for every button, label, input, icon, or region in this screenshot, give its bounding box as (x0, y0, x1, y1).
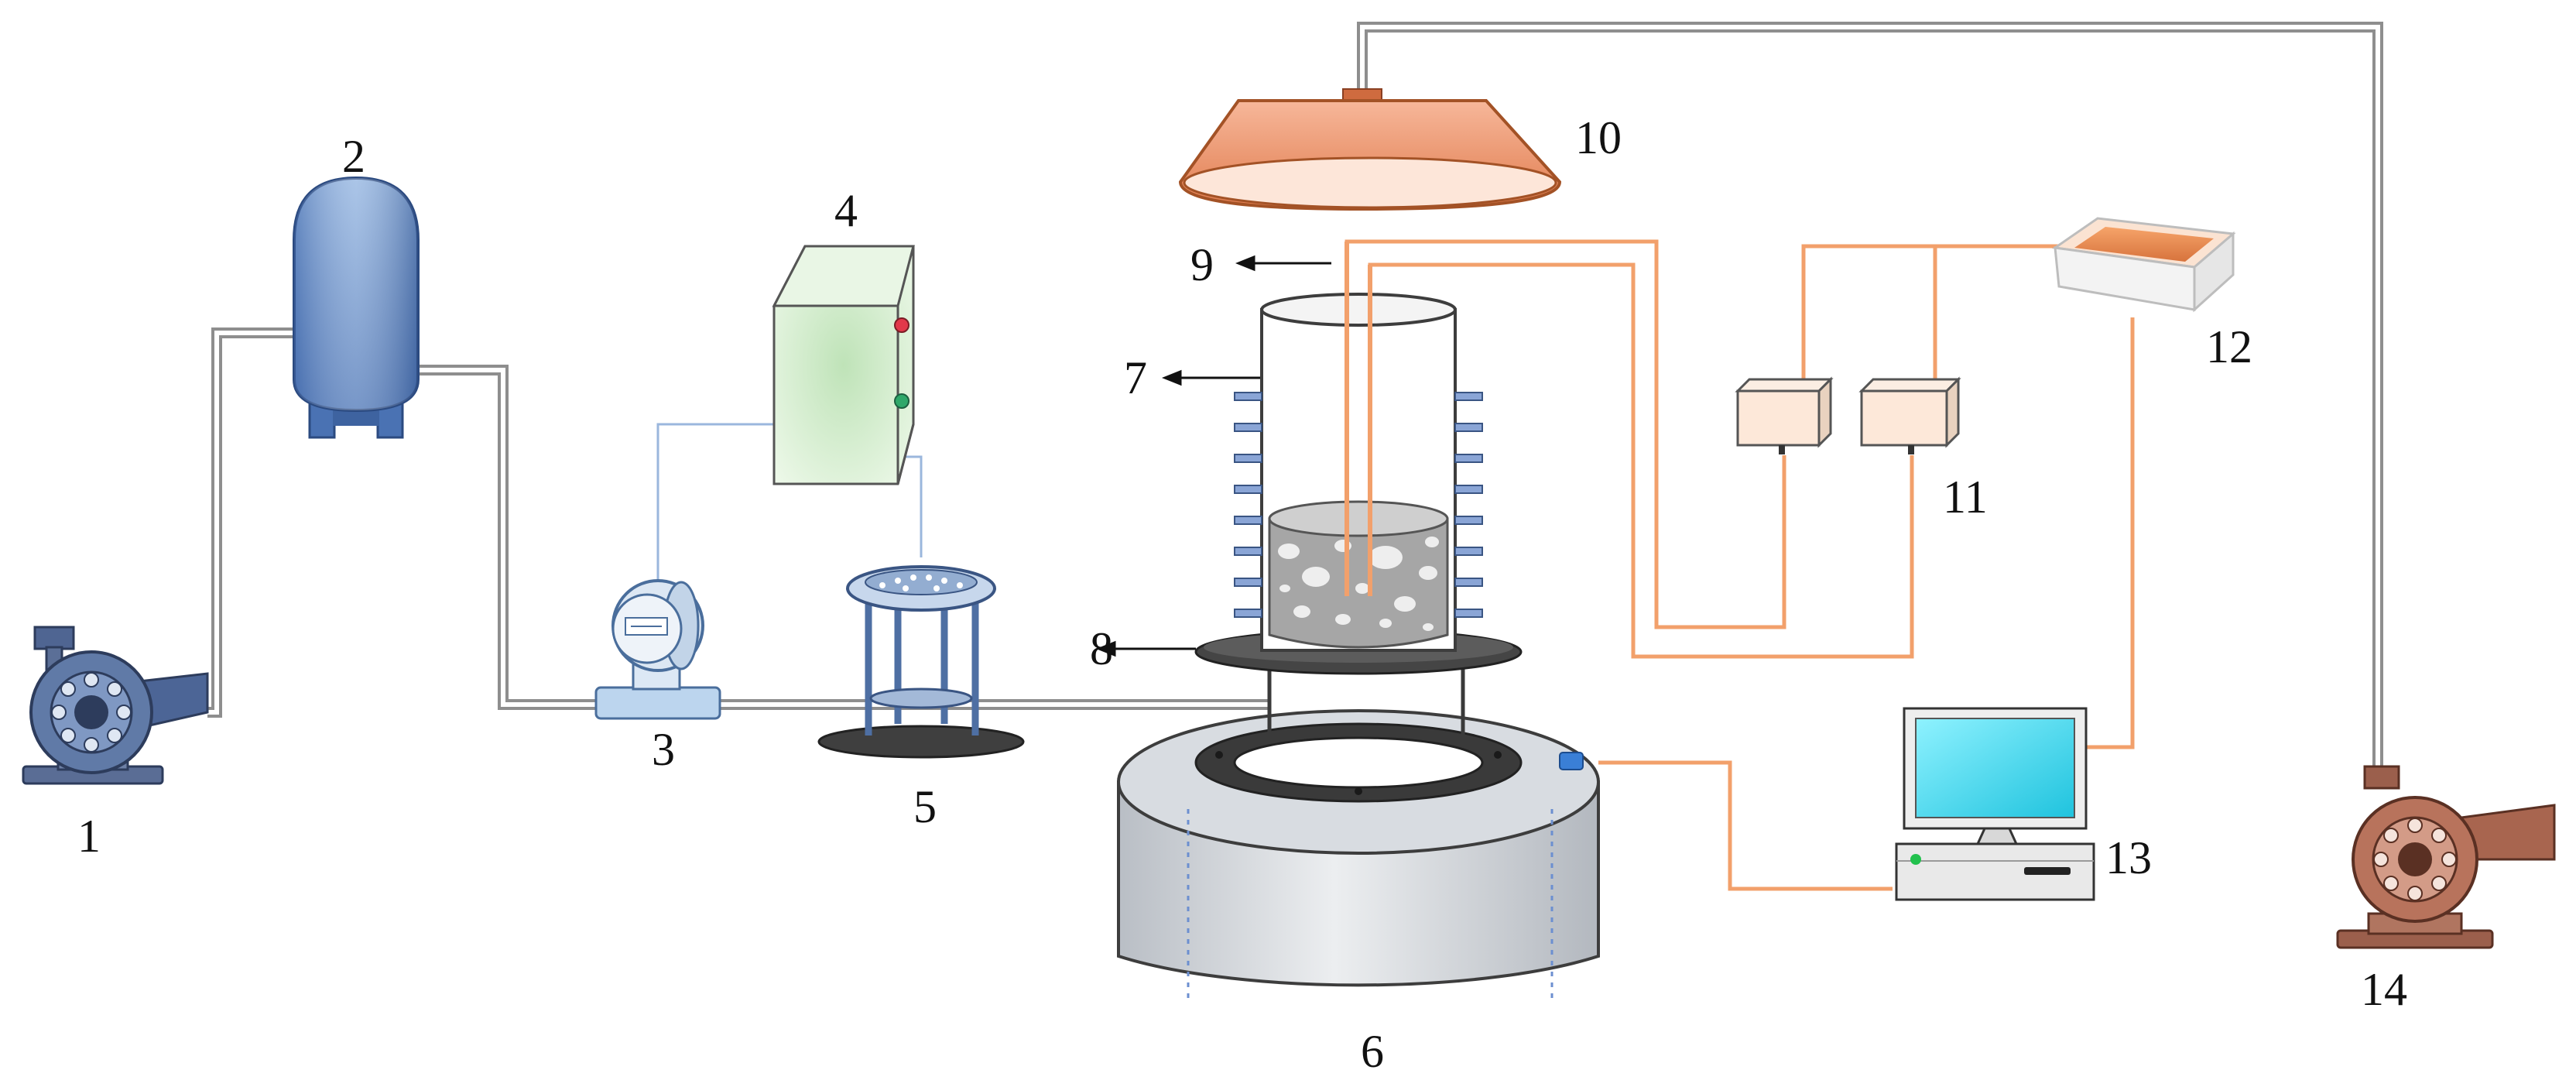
wire-sensors-to-logger (1801, 244, 2059, 386)
leader-arrows (1095, 255, 1331, 657)
flow-meter (594, 579, 721, 720)
water-tank (293, 176, 420, 439)
label-9: 9 (1190, 239, 1214, 290)
label-10: 10 (1575, 112, 1622, 163)
pipe-pump-to-tank (207, 327, 306, 718)
component-labels: 1 2 3 4 5 6 7 8 9 10 11 12 13 14 (77, 112, 2407, 1077)
indicator-green (894, 393, 909, 409)
wire-logger-to-computer (2086, 317, 2135, 749)
monitor-screen (1915, 718, 2075, 818)
exhaust-hood (1178, 88, 1562, 211)
transmitter-2 (1858, 376, 1961, 454)
computer (1895, 707, 2095, 901)
rotating-base (1117, 709, 1600, 1003)
cylinder-side-tabs (1234, 392, 1483, 618)
label-5: 5 (913, 781, 937, 832)
label-4: 4 (834, 185, 858, 236)
label-12: 12 (2206, 321, 2252, 372)
test-cylinder (1194, 242, 1523, 743)
label-6: 6 (1361, 1026, 1384, 1077)
spray-stand (817, 565, 1025, 759)
pump-right (2336, 765, 2556, 949)
probe-wires (1345, 242, 1372, 596)
label-13: 13 (2105, 832, 2152, 883)
label-14: 14 (2361, 964, 2407, 1015)
label-2: 2 (342, 131, 365, 182)
control-box (772, 245, 915, 485)
data-logger (2051, 217, 2236, 313)
pump-left (22, 626, 209, 785)
label-8: 8 (1090, 623, 1113, 674)
water-pipes-inner (207, 25, 2380, 782)
power-led (1910, 854, 1921, 865)
label-3: 3 (652, 724, 675, 775)
indicator-red (894, 317, 909, 333)
transmitter-1 (1735, 376, 1834, 454)
label-7: 7 (1124, 352, 1147, 403)
base-sensor-port (1559, 752, 1584, 770)
wire-drum-to-computer (1598, 760, 1893, 891)
label-11: 11 (1943, 471, 1988, 523)
label-1: 1 (77, 811, 101, 862)
pipe-tank-to-meter (402, 365, 596, 710)
